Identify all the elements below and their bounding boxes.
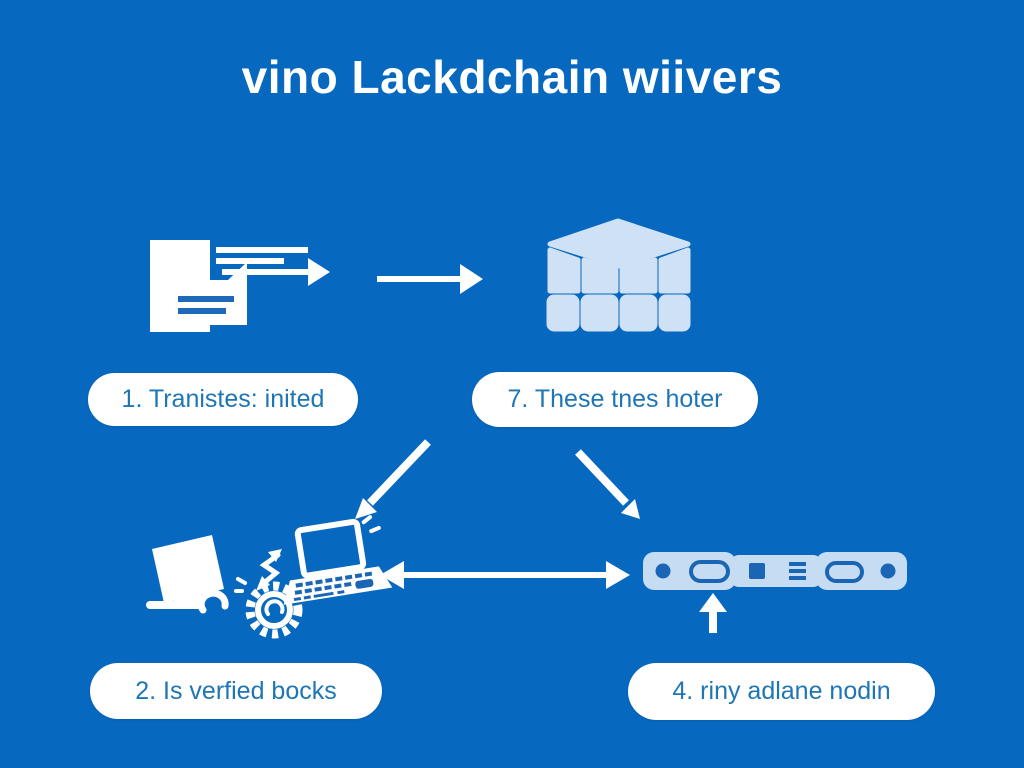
arrow-up-icon <box>699 593 727 633</box>
diagram-title: vino Lackdchain wiivers <box>241 51 783 103</box>
squiggle-arrow-icon <box>234 549 282 593</box>
step-label-1-text: 1. Tranistes: inited <box>121 385 325 413</box>
arrow-down-right-icon <box>575 449 640 519</box>
laptop-icon <box>283 515 393 605</box>
step-label-2-text: 2. Is verfied bocks <box>135 676 337 705</box>
step-label-4-text: 4. riny adlane nodin <box>672 677 891 705</box>
step-label-7-text: 7. These tnes hoter <box>507 385 723 413</box>
arrow-right-icon <box>377 264 483 294</box>
double-headed-arrow-icon <box>380 561 630 589</box>
blockchain-node-bar-icon <box>643 552 907 590</box>
gear-icon <box>245 581 303 639</box>
step-label-7: 7. These tnes hoter <box>472 372 758 427</box>
step-label-2: 2. Is verfied bocks <box>90 663 382 719</box>
arrow-down-left-icon <box>355 439 431 519</box>
step-label-1: 1. Tranistes: inited <box>88 373 358 426</box>
monitor-icon <box>146 535 229 614</box>
block-cube-icon <box>546 218 691 332</box>
step-label-4: 4. riny adlane nodin <box>628 663 935 720</box>
transaction-document-icon <box>150 240 330 332</box>
